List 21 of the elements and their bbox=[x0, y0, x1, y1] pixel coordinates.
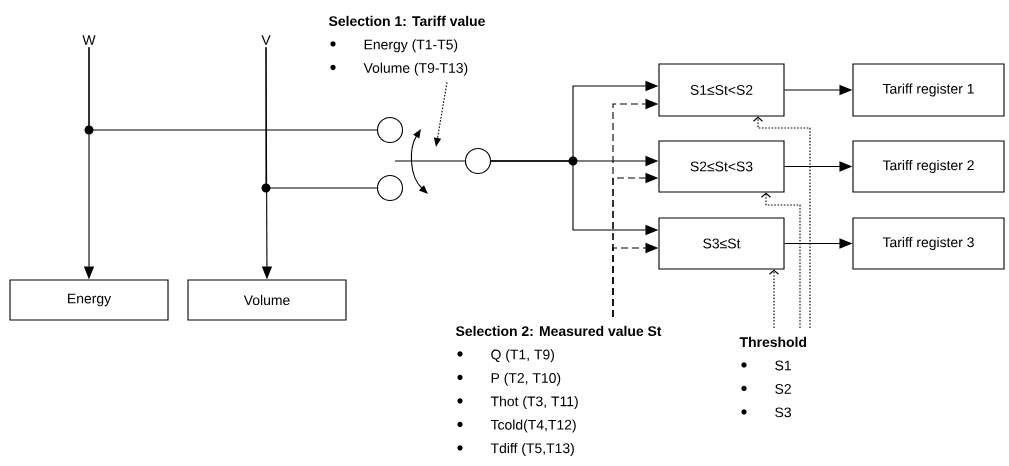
bullet-list: Selection 1: Tariff value Energy (T1-T5) Volume (T9-T13) bbox=[328, 15, 485, 76]
process-box: S2≤St<S3 bbox=[658, 140, 785, 193]
process-box: Energy bbox=[9, 279, 169, 321]
connector-line bbox=[88, 46, 378, 131]
bullet-list: Threshold S1 S2 S3 bbox=[739, 336, 807, 418]
switch-contact bbox=[464, 147, 492, 175]
switch-contact bbox=[376, 116, 404, 144]
bullet-list: Selection 2: Measured value St Q (T1, T9) P (T2, T10) Thot (T3, T11) Tcold(T4,T12) Tdiff (T5,T13) bbox=[455, 325, 662, 456]
connector-line bbox=[265, 46, 378, 189]
process-box: S3≤St bbox=[658, 217, 785, 270]
arrow bbox=[768, 269, 780, 329]
process-box: Tariff register 1 bbox=[852, 63, 1005, 117]
process-box: Volume bbox=[187, 279, 347, 321]
process-box: S1≤St<S2 bbox=[658, 63, 785, 117]
arrow bbox=[752, 116, 811, 329]
switch-contact bbox=[376, 174, 404, 202]
signal-label: W bbox=[82, 35, 96, 45]
signal-label: V bbox=[261, 35, 271, 45]
process-box: Tariff register 2 bbox=[852, 140, 1005, 193]
arrow bbox=[760, 192, 801, 329]
process-box: Tariff register 3 bbox=[852, 217, 1005, 270]
